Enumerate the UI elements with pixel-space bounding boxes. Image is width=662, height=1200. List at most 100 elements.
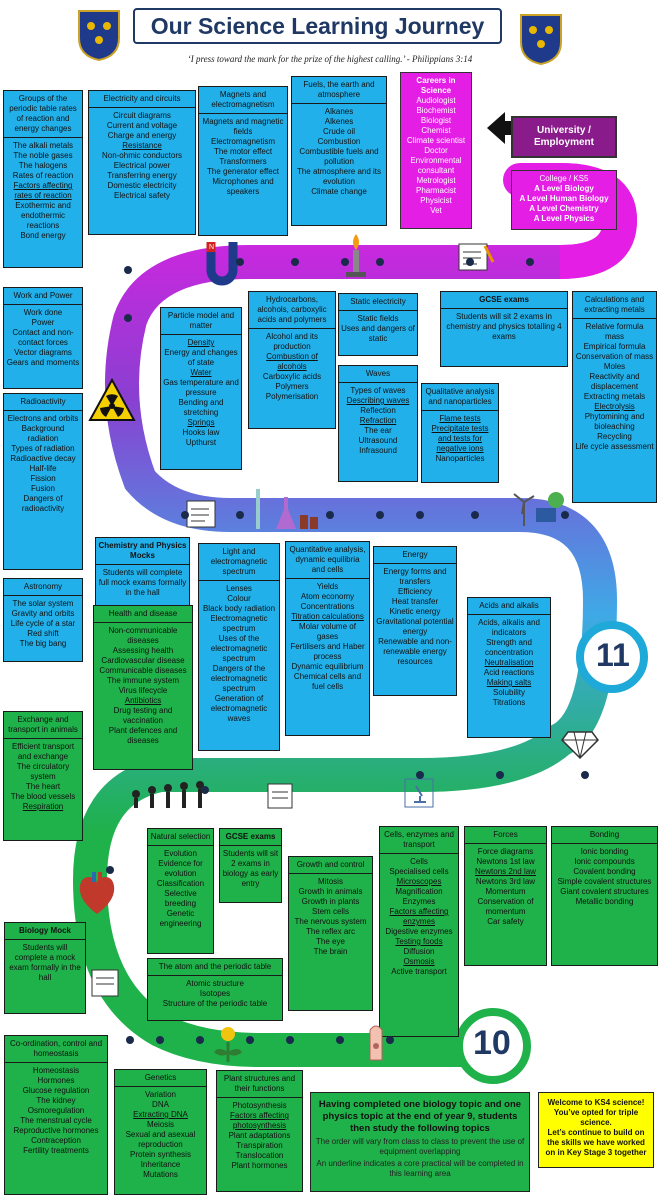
- topic-item: Car safety: [487, 917, 524, 926]
- topic-item: Work done: [23, 308, 63, 317]
- topic-item: Non-communicable diseases: [108, 626, 178, 645]
- career-item: Climate scientist: [406, 136, 466, 145]
- topic-item: Red shift: [27, 629, 59, 638]
- road-pin: [286, 1036, 294, 1044]
- topic-item: Electromagnetic spectrum: [210, 614, 268, 633]
- heart-icon: [76, 870, 118, 923]
- topic-title: Hydrocarbons, alcohols, carboxylic acids…: [249, 292, 335, 329]
- topic-item: Transpiration: [236, 1141, 283, 1150]
- topic-item: Inheritance: [140, 1160, 181, 1169]
- topic-item: Colour: [227, 594, 251, 603]
- road-pin: [561, 511, 569, 519]
- exam-paper-icon: [455, 240, 495, 279]
- topic-box-hydrocarbons: Hydrocarbons, alcohols, carboxylic acids…: [248, 291, 336, 429]
- topic-item: Conservation of momentum: [477, 897, 534, 916]
- career-item: Physicist: [420, 196, 452, 205]
- road-pin: [376, 258, 384, 266]
- topic-item: Growth in animals: [298, 887, 363, 896]
- svg-text:N: N: [209, 244, 214, 251]
- topic-item: Gravity and orbits: [11, 609, 75, 618]
- topic-item: Magnification: [395, 887, 443, 896]
- topic-item: Electrical safety: [113, 191, 171, 200]
- road-pin: [471, 511, 479, 519]
- topic-item: Magnets and magnetic fields: [202, 117, 284, 136]
- topic-item: Heat transfer: [391, 597, 439, 606]
- topic-title: Forces: [465, 827, 546, 844]
- topic-item: Exothermic and endothermic reactions: [15, 201, 71, 230]
- exam-paper-icon-4: [88, 966, 126, 1005]
- topic-content: Students will complete full mock exams f…: [96, 565, 189, 606]
- topic-item: The atmosphere and its evolution: [296, 167, 382, 186]
- topic-title: GCSE exams: [441, 292, 567, 309]
- topic-title: Natural selection: [148, 829, 213, 846]
- topic-title: Bonding: [552, 827, 657, 844]
- topic-item: Genetic engineering: [159, 909, 202, 928]
- road-pin: [106, 866, 114, 874]
- topic-item: Evidence for evolution: [158, 859, 203, 878]
- topic-item: Ultrasound: [358, 436, 398, 445]
- topic-item: Lenses: [226, 584, 252, 593]
- topic-content: Students will complete a mock exam forma…: [5, 940, 85, 1013]
- topic-title: Work and Power: [4, 288, 82, 305]
- topic-item: Fission: [30, 474, 56, 483]
- topic-item: Cells: [410, 857, 428, 866]
- topic-item: Selective breeding: [164, 889, 197, 908]
- road-pin: [341, 258, 349, 266]
- topic-item: Factors affecting enzymes: [389, 907, 449, 926]
- topic-item: Giant covalent structures: [560, 887, 649, 896]
- topic-item: Glucose regulation: [22, 1086, 90, 1095]
- road-pin: [466, 258, 474, 266]
- topic-item: Osmoregulation: [27, 1106, 85, 1115]
- topic-item: Variation: [145, 1090, 176, 1099]
- topic-item: Vector diagrams: [14, 348, 72, 357]
- topic-item: Fertility treatments: [23, 1146, 89, 1155]
- road-pin: [124, 314, 132, 322]
- topic-item: Active transport: [391, 967, 447, 976]
- topic-item: Communicable diseases: [99, 666, 187, 675]
- topic-item: Types of waves: [350, 386, 406, 395]
- topic-item: Covalent bonding: [573, 867, 636, 876]
- topic-item: Specialised cells: [389, 867, 449, 876]
- topic-item: Resistance: [122, 141, 162, 150]
- topic-box-groups: Groups of the periodic table rates of re…: [3, 90, 83, 268]
- topic-item: Infrasound: [359, 446, 397, 455]
- topic-item: Carboxylic acids: [262, 372, 322, 381]
- topic-item: Transformers: [219, 157, 267, 166]
- topic-item: Microscopes: [396, 877, 442, 886]
- topic-item: Gravitational potential energy: [376, 617, 454, 636]
- school-crest-left-icon: [76, 8, 122, 62]
- topic-item: Dangers of the electromagnetic spectrum: [210, 664, 268, 693]
- road-pin: [291, 258, 299, 266]
- topic-item: Atom economy: [300, 592, 355, 601]
- topic-item: Factors affecting photosynthesis: [230, 1111, 289, 1130]
- topic-item: The nervous system: [294, 917, 367, 926]
- topic-item: Digestive enzymes: [385, 927, 453, 936]
- topic-title: Radioactivity: [4, 394, 82, 411]
- topic-title: Qualitative analysis and nanoparticles: [422, 384, 498, 411]
- topic-title: Genetics: [115, 1070, 206, 1087]
- topic-item: Reproductive hormones: [13, 1126, 99, 1135]
- topic-item: The motor effect: [213, 147, 273, 156]
- cell-icon: [366, 1022, 386, 1067]
- topic-item: The brain: [313, 947, 348, 956]
- topic-item: Water: [190, 368, 212, 377]
- topic-item: Reflection: [360, 406, 396, 415]
- topic-item: Solubility: [492, 688, 525, 697]
- topic-item: Alcohol and its production: [265, 332, 319, 351]
- topic-item: Reactivity and displacement: [589, 372, 640, 391]
- topic-title: Particle model and matter: [161, 308, 241, 335]
